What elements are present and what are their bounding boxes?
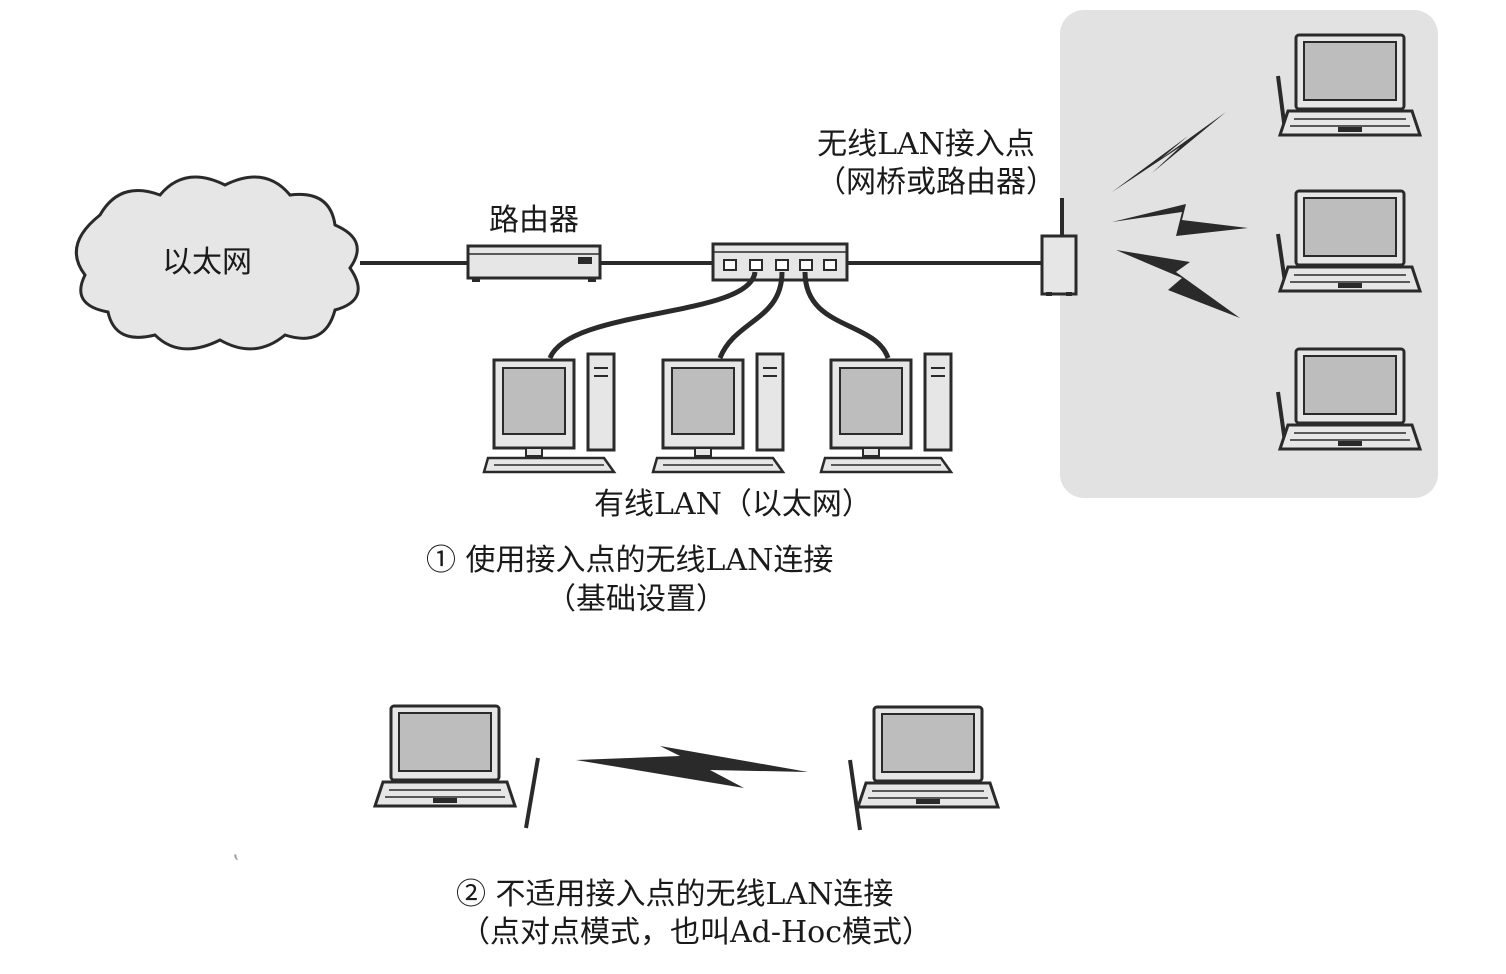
desktop-computer: [651, 352, 785, 474]
laptop-computer: [1276, 189, 1422, 293]
desktop-computer: [482, 352, 616, 474]
laptop-computer: [1276, 347, 1422, 451]
ethernet-cloud: [74, 175, 360, 351]
caption-infrastructure-mode: ① 使用接入点的无线LAN连接: [426, 543, 834, 578]
wireless-signal-icon: [1116, 250, 1240, 318]
ethernet-cloud-label: 以太网: [162, 245, 252, 280]
cable-desktop-1: [547, 271, 758, 360]
wireless-signal-icon: [576, 746, 808, 788]
router-device: [466, 244, 602, 282]
wireless-signal-icon: [1112, 112, 1226, 192]
wired-lan-label: 有线LAN（以太网）: [594, 487, 872, 522]
router-label: 路由器: [489, 203, 579, 238]
cable-desktop-3: [802, 271, 891, 360]
laptop-computer: [848, 705, 1000, 831]
caption-adhoc-mode: ② 不适用接入点的无线LAN连接: [456, 877, 894, 912]
access-point-device: [1040, 198, 1078, 296]
access-point-sublabel: （网桥或路由器）: [816, 165, 1056, 200]
cable-desktop-2: [717, 271, 785, 360]
stray-mark: ʽ: [232, 852, 239, 877]
wireless-signal-icon: [1112, 204, 1248, 236]
desktop-computer: [819, 352, 953, 474]
laptop-computer: [1276, 33, 1422, 137]
caption-infrastructure-mode-sub: （基础设置）: [546, 582, 726, 617]
access-point-label: 无线LAN接入点: [817, 127, 1035, 162]
caption-adhoc-mode-sub: （点对点模式，也叫Ad-Hoc模式）: [460, 915, 933, 950]
laptop-computer: [373, 704, 540, 829]
